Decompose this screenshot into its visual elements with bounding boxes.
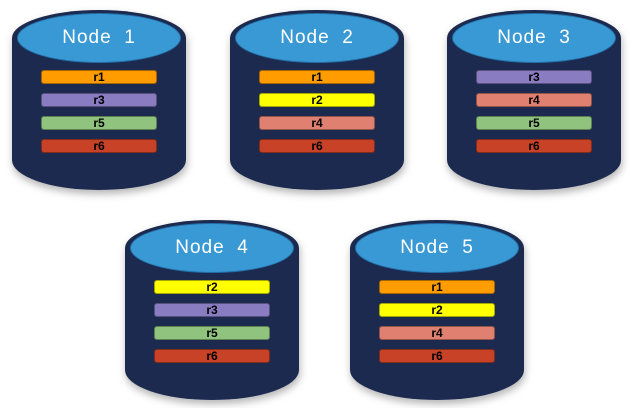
cylinder-top: Node 3 <box>452 13 616 63</box>
replica-bar: r6 <box>476 139 592 153</box>
cylinder-top: Node 5 <box>355 223 519 273</box>
replica-bar: r6 <box>41 139 157 153</box>
cylinder-top: Node 2 <box>235 13 399 63</box>
replica-bar: r5 <box>41 116 157 130</box>
node-title: Node 2 <box>280 27 354 48</box>
replica-bar: r6 <box>154 349 270 363</box>
replica-bar: r3 <box>41 93 157 107</box>
replica-bar: r1 <box>41 70 157 84</box>
replica-bar: r1 <box>259 70 375 84</box>
replica-list: r3 r4 r5 r6 <box>476 70 592 162</box>
replica-bar: r4 <box>476 93 592 107</box>
replica-bar: r4 <box>379 326 495 340</box>
node-title: Node 3 <box>497 27 571 48</box>
replica-bar: r2 <box>379 303 495 317</box>
node-title: Node 5 <box>400 237 474 258</box>
node-2-cylinder: Node 2 r1 r2 r4 r6 <box>230 10 404 190</box>
node-title: Node 4 <box>175 237 249 258</box>
replica-list: r1 r2 r4 r6 <box>259 70 375 162</box>
node-3-cylinder: Node 3 r3 r4 r5 r6 <box>447 10 621 190</box>
replica-bar: r6 <box>259 139 375 153</box>
replica-bar: r3 <box>476 70 592 84</box>
cylinder-top: Node 1 <box>17 13 181 63</box>
replica-bar: r2 <box>154 280 270 294</box>
replica-list: r1 r3 r5 r6 <box>41 70 157 162</box>
node-title: Node 1 <box>62 27 136 48</box>
cylinder-top: Node 4 <box>130 223 294 273</box>
node-5-cylinder: Node 5 r1 r2 r4 r6 <box>350 220 524 400</box>
replica-bar: r4 <box>259 116 375 130</box>
replica-bar: r2 <box>259 93 375 107</box>
replica-bar: r3 <box>154 303 270 317</box>
replica-list: r1 r2 r4 r6 <box>379 280 495 372</box>
node-1-cylinder: Node 1 r1 r3 r5 r6 <box>12 10 186 190</box>
replica-bar: r1 <box>379 280 495 294</box>
node-4-cylinder: Node 4 r2 r3 r5 r6 <box>125 220 299 400</box>
replica-list: r2 r3 r5 r6 <box>154 280 270 372</box>
replica-bar: r5 <box>476 116 592 130</box>
replica-bar: r6 <box>379 349 495 363</box>
replica-bar: r5 <box>154 326 270 340</box>
